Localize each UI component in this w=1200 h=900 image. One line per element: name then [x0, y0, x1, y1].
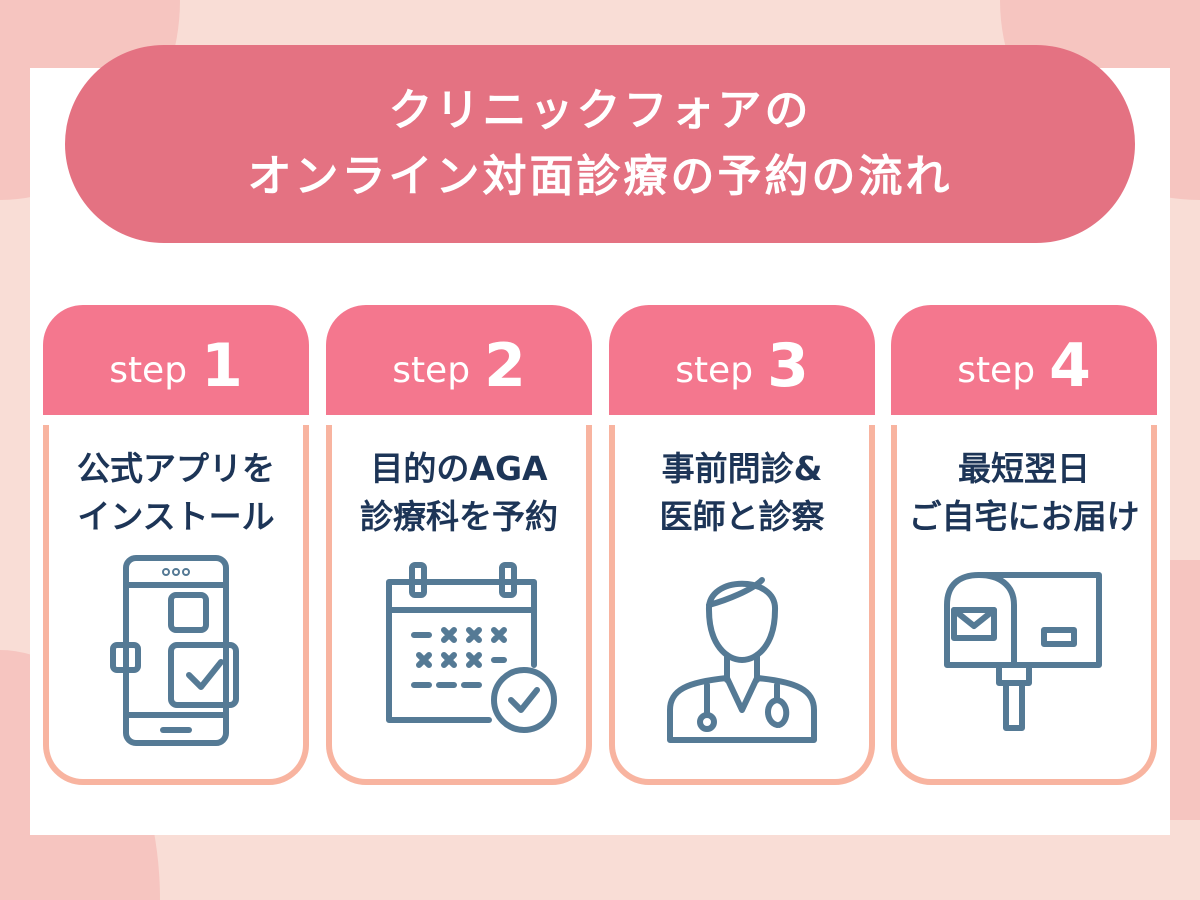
- step-text: 目的のAGA 診療科を予約: [326, 445, 592, 541]
- calendar-check-icon: [386, 562, 557, 733]
- step-body: [43, 425, 309, 785]
- step-text-line: 医師と診察: [659, 497, 825, 536]
- step-text-line: 公式アプリを: [77, 449, 275, 488]
- step-card-4: step 4 最短翌日ご自宅にお届け: [891, 305, 1157, 785]
- step-body: [891, 425, 1157, 785]
- step-header: step 4: [891, 305, 1157, 415]
- step-number: 3: [767, 331, 809, 401]
- step-text-line: インストール: [77, 497, 275, 536]
- step-text-line: 事前問診&: [661, 449, 823, 488]
- step-number: 4: [1049, 331, 1091, 401]
- step-card-2: step 2 目的のAGA 診療科を予約: [326, 305, 592, 785]
- step-body: [609, 425, 875, 785]
- step-card-3: step 3 事前問診&医師と診察: [609, 305, 875, 785]
- page-title: クリニックフォアの オンライン対面診療の予約の流れ: [65, 45, 1135, 243]
- step-text: 公式アプリをインストール: [43, 445, 309, 541]
- step-number: 2: [484, 331, 526, 401]
- step-label: step: [675, 350, 754, 391]
- step-label: step: [392, 350, 471, 391]
- step-text-line: 最短翌日: [958, 449, 1090, 488]
- step-text-line: 診療科を予約: [360, 497, 558, 536]
- step-header: step 2: [326, 305, 592, 415]
- step-header: step 3: [609, 305, 875, 415]
- step-text-line: ご自宅にお届け: [908, 497, 1140, 536]
- step-header: step 1: [43, 305, 309, 415]
- step-text: 事前問診&医師と診察: [609, 445, 875, 541]
- step-body: [326, 425, 592, 785]
- title-line-2: オンライン対面診療の予約の流れ: [247, 151, 953, 202]
- title-line-1: クリニックフォアの: [388, 85, 812, 136]
- doctor-icon: [667, 577, 817, 743]
- step-text-line: 目的のAGA: [370, 449, 548, 488]
- step-text: 最短翌日ご自宅にお届け: [891, 445, 1157, 541]
- step-label: step: [957, 350, 1036, 391]
- mailbox-icon: [944, 572, 1102, 731]
- step-number: 1: [201, 331, 243, 401]
- smartphone-icon: [110, 555, 239, 746]
- step-card-1: step 1 公式アプリをインストール: [43, 305, 309, 785]
- step-label: step: [109, 350, 188, 391]
